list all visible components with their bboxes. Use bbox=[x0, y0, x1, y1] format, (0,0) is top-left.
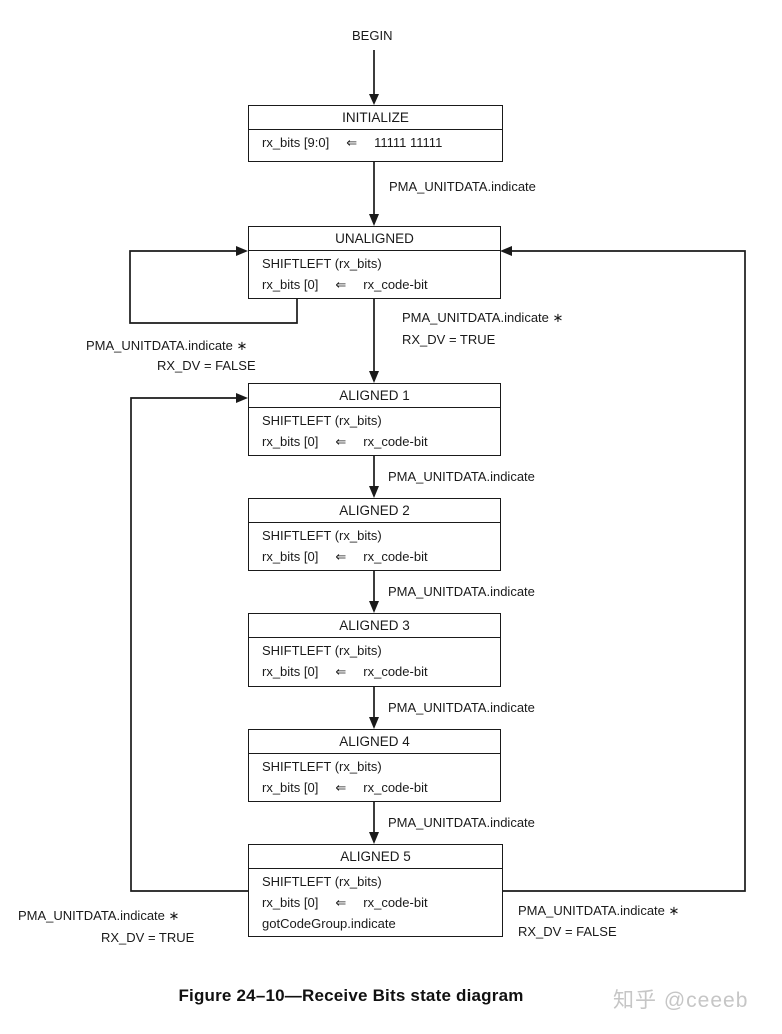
transition-label-aligned4-to-aligned5: PMA_UNITDATA.indicate bbox=[388, 815, 535, 830]
state-title-unaligned: UNALIGNED bbox=[249, 227, 500, 251]
state-title-aligned2: ALIGNED 2 bbox=[249, 499, 500, 523]
arrowhead-unaligned-to-aligned1 bbox=[369, 371, 379, 383]
state-box-aligned5: ALIGNED 5 SHIFTLEFT (rx_bits) rx_bits [0… bbox=[248, 844, 503, 937]
state-box-aligned2: ALIGNED 2 SHIFTLEFT (rx_bits) rx_bits [0… bbox=[248, 498, 501, 571]
transition-label-aligned2-to-aligned3: PMA_UNITDATA.indicate bbox=[388, 584, 535, 599]
action-text: SHIFTLEFT (rx_bits) bbox=[262, 643, 382, 658]
transition-label-init-to-unaligned: PMA_UNITDATA.indicate bbox=[389, 179, 536, 194]
assign-rhs: rx_code-bit bbox=[363, 780, 428, 795]
state-body-aligned3: SHIFTLEFT (rx_bits) rx_bits [0] ⇐ rx_cod… bbox=[249, 638, 500, 682]
state-body-initialize: rx_bits [9:0] ⇐ 11111 11111 bbox=[249, 130, 502, 153]
assignment-row: rx_bits [0] ⇐ rx_code-bit bbox=[249, 892, 502, 913]
assign-arrow-symbol: ⇐ bbox=[346, 134, 358, 150]
state-body-unaligned: SHIFTLEFT (rx_bits) rx_bits [0] ⇐ rx_cod… bbox=[249, 251, 500, 295]
action-row: gotCodeGroup.indicate bbox=[249, 913, 502, 934]
transition-label-unaligned-to-aligned1-condition: PMA_UNITDATA.indicate ∗ bbox=[402, 310, 564, 325]
assign-arrow-symbol: ⇐ bbox=[335, 894, 347, 910]
action-row: SHIFTLEFT (rx_bits) bbox=[249, 253, 500, 274]
assignment-row: rx_bits [0] ⇐ rx_code-bit bbox=[249, 777, 500, 798]
transition-label-unaligned-self-rxdv: RX_DV = FALSE bbox=[157, 358, 256, 373]
state-title-aligned4: ALIGNED 4 bbox=[249, 730, 500, 754]
line-unaligned-self-loop bbox=[129, 250, 298, 324]
transition-label-aligned5-to-unaligned-rxdv: RX_DV = FALSE bbox=[518, 924, 617, 939]
state-body-aligned4: SHIFTLEFT (rx_bits) rx_bits [0] ⇐ rx_cod… bbox=[249, 754, 500, 798]
line-aligned5-to-aligned1 bbox=[130, 397, 248, 892]
state-title-initialize: INITIALIZE bbox=[249, 106, 502, 130]
arrowhead-aligned5-to-unaligned bbox=[500, 246, 512, 256]
action-row: SHIFTLEFT (rx_bits) bbox=[249, 410, 500, 431]
assign-rhs: rx_code-bit bbox=[363, 434, 428, 449]
assign-rhs: rx_code-bit bbox=[363, 549, 428, 564]
state-box-aligned1: ALIGNED 1 SHIFTLEFT (rx_bits) rx_bits [0… bbox=[248, 383, 501, 456]
state-box-aligned3: ALIGNED 3 SHIFTLEFT (rx_bits) rx_bits [0… bbox=[248, 613, 501, 687]
begin-label: BEGIN bbox=[352, 28, 393, 43]
arrowhead-aligned5-to-aligned1 bbox=[236, 393, 248, 403]
state-box-aligned4: ALIGNED 4 SHIFTLEFT (rx_bits) rx_bits [0… bbox=[248, 729, 501, 802]
watermark: 知乎 @ceeeb bbox=[613, 989, 749, 1012]
state-title-aligned3: ALIGNED 3 bbox=[249, 614, 500, 638]
arrowhead-initialize-to-unaligned bbox=[369, 214, 379, 226]
action-text: SHIFTLEFT (rx_bits) bbox=[262, 256, 382, 271]
transition-label-unaligned-to-aligned1-rxdv: RX_DV = TRUE bbox=[402, 332, 496, 347]
transition-label-aligned3-to-aligned4: PMA_UNITDATA.indicate bbox=[388, 700, 535, 715]
assign-lhs: rx_bits [0] bbox=[262, 895, 319, 910]
assignment-row: rx_bits [0] ⇐ rx_code-bit bbox=[249, 546, 500, 567]
transition-label-aligned5-to-aligned1-rxdv: RX_DV = TRUE bbox=[101, 930, 195, 945]
arrowhead-unaligned-self-loop bbox=[236, 246, 248, 256]
assign-rhs: 11111 11111 bbox=[374, 135, 443, 150]
action-row: SHIFTLEFT (rx_bits) bbox=[249, 756, 500, 777]
assign-lhs: rx_bits [0] bbox=[262, 780, 319, 795]
assignment-row: rx_bits [0] ⇐ rx_code-bit bbox=[249, 431, 500, 452]
action-text: SHIFTLEFT (rx_bits) bbox=[262, 528, 382, 543]
assign-arrow-symbol: ⇐ bbox=[335, 779, 347, 795]
state-title-aligned5: ALIGNED 5 bbox=[249, 845, 502, 869]
action-text: SHIFTLEFT (rx_bits) bbox=[262, 413, 382, 428]
assign-rhs: rx_code-bit bbox=[363, 895, 428, 910]
arrowhead-aligned4-to-aligned5 bbox=[369, 832, 379, 844]
line-aligned5-to-unaligned bbox=[503, 250, 746, 892]
action-text: SHIFTLEFT (rx_bits) bbox=[262, 874, 382, 889]
assign-lhs: rx_bits [0] bbox=[262, 549, 319, 564]
action-row: SHIFTLEFT (rx_bits) bbox=[249, 640, 500, 661]
transition-label-aligned5-to-unaligned-condition: PMA_UNITDATA.indicate ∗ bbox=[518, 903, 680, 918]
assign-lhs: rx_bits [0] bbox=[262, 277, 319, 292]
transition-label-unaligned-self-condition: PMA_UNITDATA.indicate ∗ bbox=[86, 338, 248, 353]
arrowhead-aligned3-to-aligned4 bbox=[369, 717, 379, 729]
state-body-aligned5: SHIFTLEFT (rx_bits) rx_bits [0] ⇐ rx_cod… bbox=[249, 869, 502, 934]
assignment-row: rx_bits [0] ⇐ rx_code-bit bbox=[249, 661, 500, 682]
arrowhead-begin-to-initialize bbox=[369, 94, 379, 105]
arrowhead-aligned1-to-aligned2 bbox=[369, 486, 379, 498]
assign-arrow-symbol: ⇐ bbox=[335, 663, 347, 679]
action-row: SHIFTLEFT (rx_bits) bbox=[249, 871, 502, 892]
figure-caption: Figure 24–10—Receive Bits state diagram bbox=[178, 986, 524, 1005]
assignment-row: rx_bits [9:0] ⇐ 11111 11111 bbox=[249, 132, 502, 153]
action-row: SHIFTLEFT (rx_bits) bbox=[249, 525, 500, 546]
state-title-aligned1: ALIGNED 1 bbox=[249, 384, 500, 408]
state-box-initialize: INITIALIZE rx_bits [9:0] ⇐ 11111 11111 bbox=[248, 105, 503, 162]
action-text: SHIFTLEFT (rx_bits) bbox=[262, 759, 382, 774]
assignment-row: rx_bits [0] ⇐ rx_code-bit bbox=[249, 274, 500, 295]
state-box-unaligned: UNALIGNED SHIFTLEFT (rx_bits) rx_bits [0… bbox=[248, 226, 501, 299]
transition-label-aligned5-to-aligned1-condition: PMA_UNITDATA.indicate ∗ bbox=[18, 908, 180, 923]
assign-rhs: rx_code-bit bbox=[363, 664, 428, 679]
transition-label-aligned1-to-aligned2: PMA_UNITDATA.indicate bbox=[388, 469, 535, 484]
assign-rhs: rx_code-bit bbox=[363, 277, 428, 292]
assign-arrow-symbol: ⇐ bbox=[335, 433, 347, 449]
assign-lhs: rx_bits [0] bbox=[262, 664, 319, 679]
assign-lhs: rx_bits [9:0] bbox=[262, 135, 330, 150]
state-body-aligned2: SHIFTLEFT (rx_bits) rx_bits [0] ⇐ rx_cod… bbox=[249, 523, 500, 567]
assign-arrow-symbol: ⇐ bbox=[335, 276, 347, 292]
assign-lhs: rx_bits [0] bbox=[262, 434, 319, 449]
arrowhead-aligned2-to-aligned3 bbox=[369, 601, 379, 613]
assign-arrow-symbol: ⇐ bbox=[335, 548, 347, 564]
state-body-aligned1: SHIFTLEFT (rx_bits) rx_bits [0] ⇐ rx_cod… bbox=[249, 408, 500, 452]
action-text: gotCodeGroup.indicate bbox=[262, 916, 396, 931]
